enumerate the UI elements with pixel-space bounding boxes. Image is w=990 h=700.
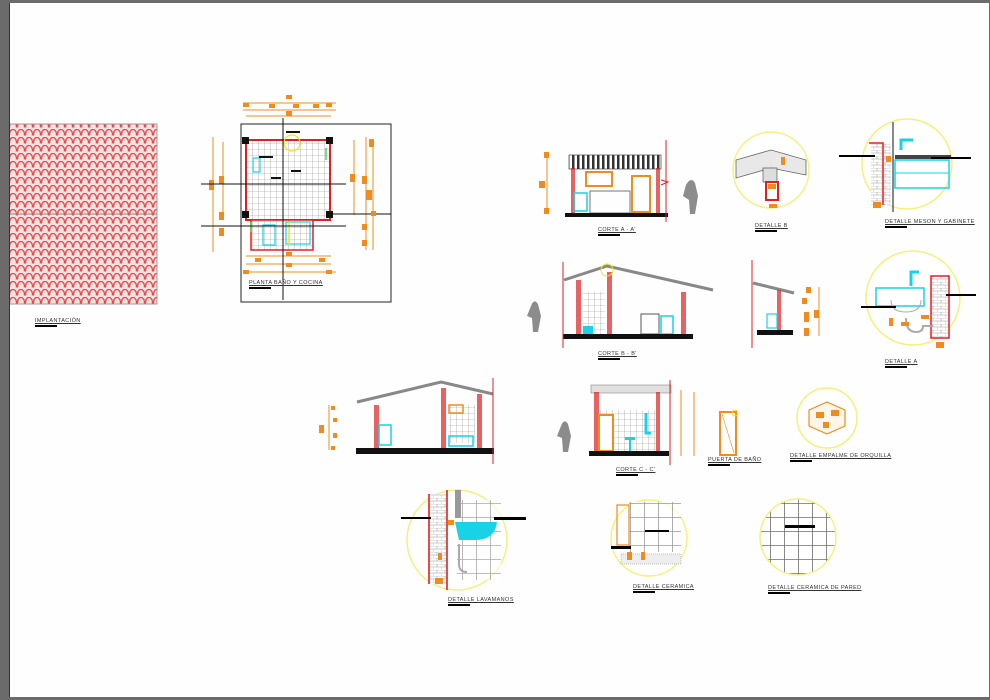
label-detalle-lavamanos: DETALLE LAVAMANOS xyxy=(448,597,514,606)
label-corte-b: CORTE B - B' xyxy=(598,351,637,360)
puerta-bano xyxy=(719,409,739,456)
detalle-ceramica-pared xyxy=(759,498,837,576)
label-detalle-empalme: DETALLE EMPALME DE ORQUILLA xyxy=(790,453,891,462)
planta-bano-cocina xyxy=(201,95,392,303)
label-detalle-a: DETALLE A xyxy=(885,359,918,368)
corte-c-section xyxy=(557,380,695,465)
label-detalle-ceramica: DETALLE CERAMICA xyxy=(633,584,694,593)
label-implantacion: IMPLANTACIÓN xyxy=(35,318,81,327)
label-corte-c: CORTE C - C' xyxy=(616,467,655,476)
implantacion-roof-plan xyxy=(10,123,158,305)
detalle-ceramica xyxy=(610,499,688,577)
label-corte-a: CORTE A - A' xyxy=(598,227,636,236)
label-planta: PLANTA BAÑO Y COCINA xyxy=(249,280,323,289)
corte-d-section xyxy=(319,378,494,464)
corte-b-section xyxy=(527,262,714,348)
detalle-b xyxy=(732,131,810,209)
label-puerta-bano: PUERTA DE BAÑO xyxy=(708,457,761,466)
cad-canvas xyxy=(10,95,976,591)
drawing-sheet: IMPLANTACIÓN PLANTA BAÑO Y COCINA CORTE … xyxy=(9,3,989,697)
label-detalle-ceramica-pared: DETALLE CERAMICA DE PARED xyxy=(768,585,862,594)
label-detalle-b: DETALLE B xyxy=(755,223,788,232)
label-detalle-meson: DETALLE MESON Y GABINETE xyxy=(885,219,975,228)
detalle-lavamanos xyxy=(401,489,526,591)
detalle-a xyxy=(861,250,976,348)
detalle-meson-gabinete xyxy=(839,118,971,212)
corte-detail-right xyxy=(751,260,820,348)
corte-a-section xyxy=(539,140,698,222)
detalle-empalme xyxy=(796,387,858,449)
